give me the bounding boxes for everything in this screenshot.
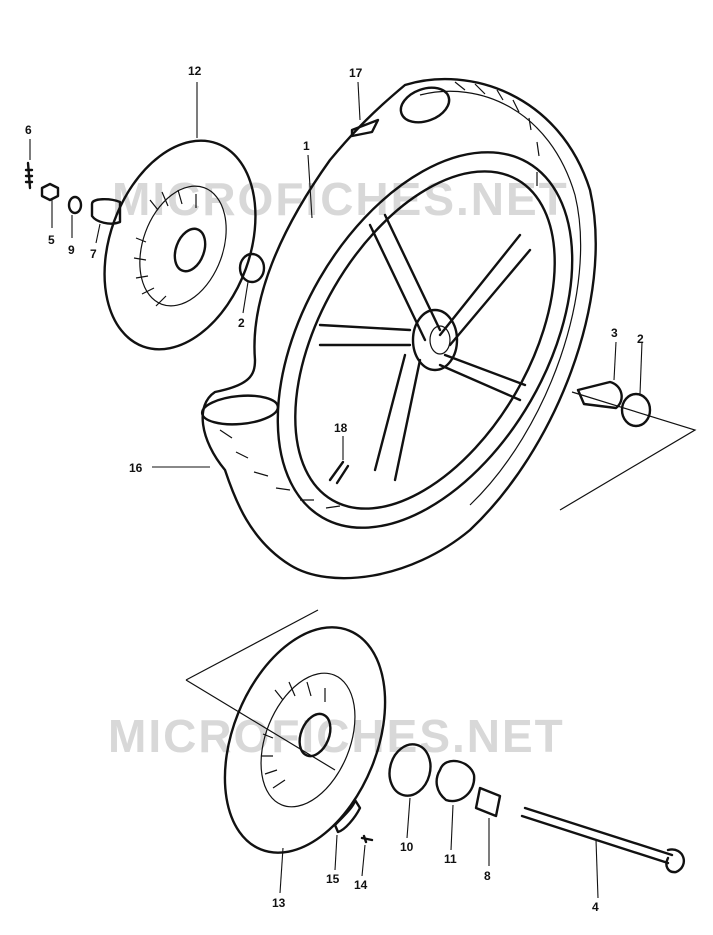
part-5-nut (40, 182, 60, 202)
callout-2-top: 2 (238, 316, 245, 330)
leader-lines (29, 81, 643, 899)
callout-5: 5 (48, 233, 55, 247)
callout-4: 4 (592, 900, 599, 914)
watermark-top: MICROFICHES.NET (112, 173, 569, 225)
callout-7: 7 (90, 247, 97, 261)
tire (201, 77, 597, 580)
callout-9: 9 (68, 243, 75, 257)
callout-6: 6 (25, 123, 32, 137)
part-17-bracket (350, 118, 380, 138)
callout-labels: 12 17 6 1 5 9 7 2 3 2 18 16 10 11 8 15 1… (25, 64, 644, 914)
callout-10: 10 (400, 840, 414, 854)
small-parts-bottom (360, 743, 686, 874)
part-9-washer (67, 195, 83, 215)
callout-14: 14 (354, 878, 368, 892)
callout-16: 16 (129, 461, 143, 475)
callout-8: 8 (484, 869, 491, 883)
wheel-assembly (200, 77, 597, 580)
callout-11: 11 (444, 852, 457, 866)
brake-disc-bottom (223, 626, 387, 854)
small-parts-right (350, 118, 652, 428)
watermark-bottom: MICROFICHES.NET (108, 710, 565, 762)
part-14-bolt (360, 834, 374, 844)
spokes (318, 213, 532, 482)
callout-18: 18 (334, 421, 348, 435)
callout-1: 1 (303, 139, 310, 153)
part-11-bearing (435, 759, 476, 803)
rim-outer (276, 151, 574, 529)
part-4-axle (520, 806, 686, 874)
callout-15: 15 (326, 872, 340, 886)
brake-disc-top (103, 139, 257, 351)
part-7-collar (90, 198, 122, 225)
callout-3: 3 (611, 326, 618, 340)
part-8-sleeve (474, 786, 502, 818)
part-6-bolt (24, 161, 34, 190)
callout-17: 17 (349, 66, 363, 80)
callout-13: 13 (272, 896, 286, 910)
part-3-collar (576, 380, 623, 410)
small-parts-top-left (24, 161, 266, 284)
rim-inner (294, 170, 556, 510)
callout-2-right: 2 (637, 332, 644, 346)
part-10-seal (388, 743, 432, 797)
part-2-spacer-right (620, 392, 652, 428)
callout-12: 12 (188, 64, 202, 78)
hub (411, 308, 459, 372)
valve (328, 460, 350, 485)
part-2-spacer-top (238, 252, 266, 284)
